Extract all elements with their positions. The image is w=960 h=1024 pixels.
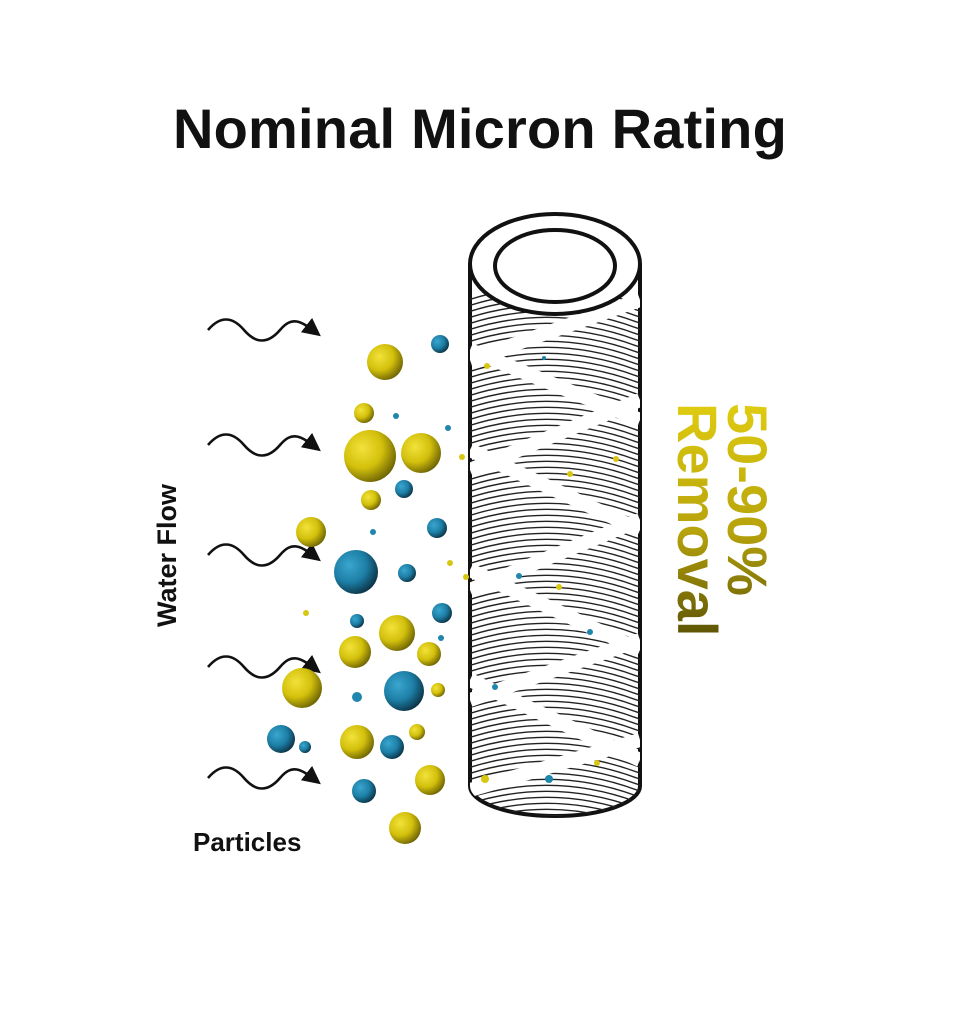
particle-icon [445, 425, 451, 431]
page-title: Nominal Micron Rating [173, 97, 787, 160]
particle-icon [339, 636, 371, 668]
particle-icon [379, 615, 415, 651]
particles-label: Particles [193, 827, 302, 857]
particle-icon [303, 610, 309, 616]
particle-icon [516, 573, 522, 579]
particle-icon [352, 779, 376, 803]
particle-icon [432, 603, 452, 623]
particle-icon [393, 413, 399, 419]
particle-icon [395, 480, 413, 498]
water-flow-arrows [207, 317, 321, 790]
particle-icon [350, 614, 364, 628]
particle-icon [415, 765, 445, 795]
particle-icon [380, 735, 404, 759]
particle-icon [484, 363, 490, 369]
particle-icon [463, 574, 469, 580]
wavy-arrow-icon [207, 765, 321, 790]
particle-icon [613, 456, 619, 462]
particle-icon [481, 775, 489, 783]
particle-icon [282, 668, 322, 708]
particle-icon [438, 635, 444, 641]
wavy-arrow-icon [207, 317, 321, 342]
particle-icon [417, 642, 441, 666]
particle-icon [384, 671, 424, 711]
filter-cartridge-icon [468, 212, 642, 818]
particle-icon [361, 490, 381, 510]
particle-icon [367, 344, 403, 380]
wavy-arrow-icon [207, 654, 321, 679]
particle-icon [567, 471, 573, 477]
particle-icon [340, 725, 374, 759]
particle-icon [398, 564, 416, 582]
particle-icon [545, 775, 553, 783]
particle-icon [401, 433, 441, 473]
particle-icon [296, 517, 326, 547]
particle-icon [459, 454, 465, 460]
particle-icon [409, 724, 425, 740]
particle-icon [354, 403, 374, 423]
particle-icon [447, 560, 453, 566]
removal-percent: 50-90% [716, 403, 779, 636]
particle-icon [492, 684, 498, 690]
particle-icon [370, 529, 376, 535]
particle-icon [334, 550, 378, 594]
particle-icon [267, 725, 295, 753]
water-flow-label: Water Flow [152, 483, 182, 627]
particle-icon [352, 692, 362, 702]
particle-icon [389, 812, 421, 844]
particle-icon [594, 760, 600, 766]
particle-icon [542, 356, 546, 360]
removal-word: Removal [666, 403, 729, 637]
wavy-arrow-icon [207, 542, 321, 567]
particle-icon [427, 518, 447, 538]
particles-group [267, 335, 619, 844]
particle-icon [556, 584, 562, 590]
particle-icon [587, 629, 593, 635]
particle-icon [431, 335, 449, 353]
particle-icon [431, 683, 445, 697]
removal-label: 50-90% Removal [666, 403, 779, 637]
wavy-arrow-icon [207, 432, 321, 457]
particle-icon [299, 741, 311, 753]
particle-icon [344, 430, 396, 482]
